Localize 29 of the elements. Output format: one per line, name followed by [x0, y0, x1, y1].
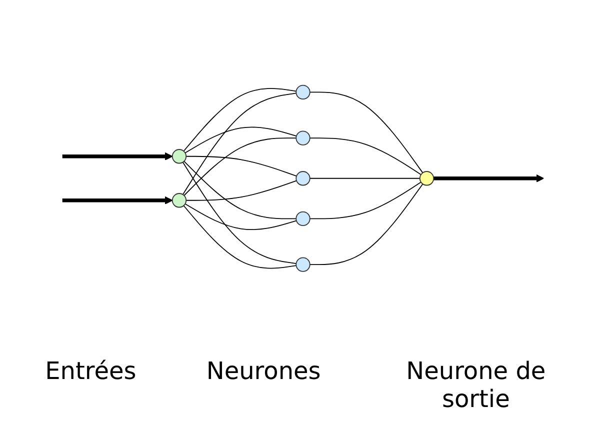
- arrow: [434, 174, 544, 183]
- connector: [309, 182, 422, 220]
- layer-label: Entrées: [45, 357, 136, 387]
- connector: [184, 204, 297, 230]
- node-circle: [172, 193, 187, 208]
- connector: [186, 156, 297, 177]
- node-circle: [296, 84, 310, 100]
- connector: [182, 162, 297, 264]
- node-circle: [296, 257, 310, 272]
- connector: [183, 205, 297, 269]
- node-circle: [296, 130, 310, 146]
- connector: [309, 92, 424, 174]
- layer-label: Neurone de sortie: [405, 357, 547, 413]
- connector: [183, 88, 297, 152]
- node-circle: [419, 171, 434, 186]
- connector: [184, 160, 297, 220]
- node-circle: [172, 149, 187, 164]
- layer-label: Neurones: [206, 357, 321, 387]
- connector: [309, 138, 422, 176]
- connector: [182, 92, 297, 196]
- connector: [184, 138, 297, 196]
- connector: [309, 184, 424, 266]
- connector: [184, 126, 297, 154]
- node-circle: [296, 212, 310, 226]
- node-circle: [296, 171, 310, 186]
- connector: [186, 180, 297, 201]
- arrow: [62, 152, 173, 161]
- arrow: [62, 196, 173, 205]
- connector: [309, 178, 420, 179]
